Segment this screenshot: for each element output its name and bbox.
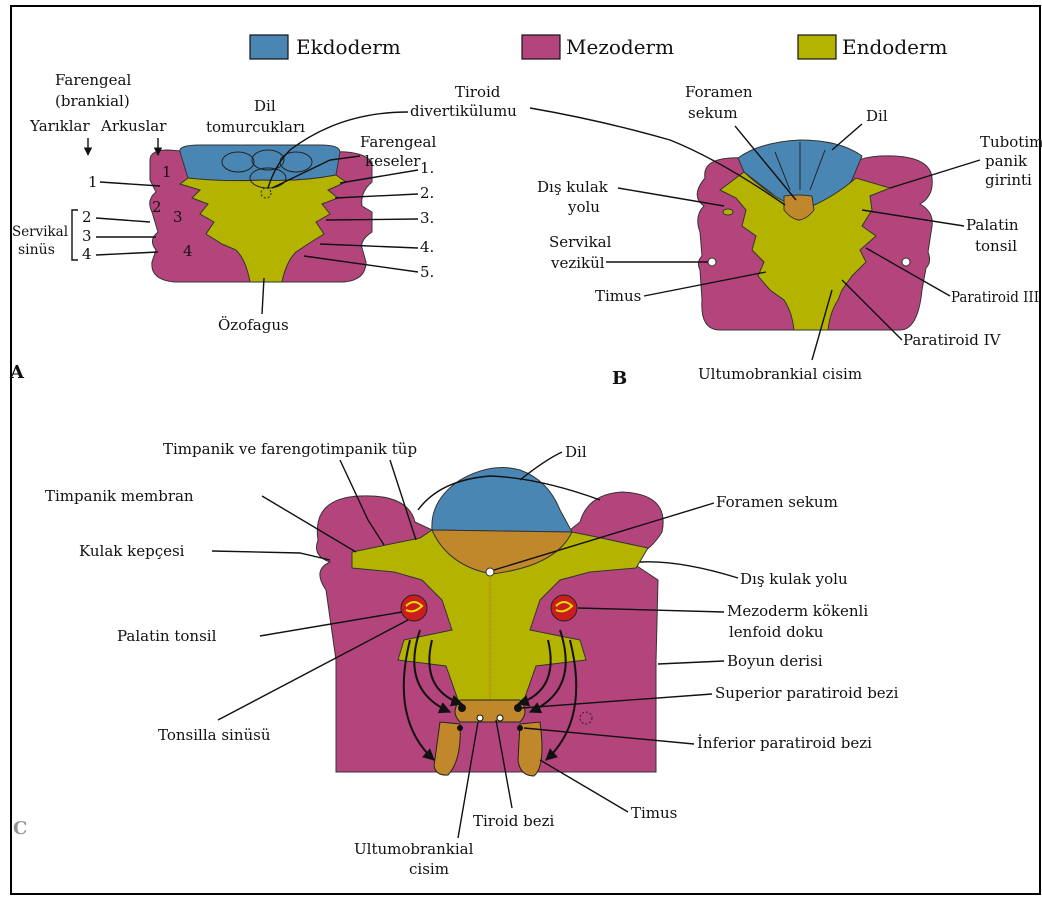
panel-c-inferior-parathyroid-right (517, 725, 523, 731)
panel-c-thyroid-gland (455, 700, 525, 722)
panel-a-cleft-number: 2 (82, 208, 92, 226)
panel-a-cleft-number: 4 (82, 245, 92, 263)
panel-b-label-tonsil: tonsil (975, 237, 1017, 255)
panel-c-label-cisim: cisim (409, 860, 449, 878)
panel-a: 1 2 3 4 Farengeal (brankial) Yarıklar Ar… (9, 71, 517, 383)
panel-c-label-palatin: Palatin tonsil (117, 627, 217, 645)
panel-b-label-timus: Timus (595, 287, 641, 305)
panel-c-foramen-point (486, 568, 494, 576)
panel-a-label-brankial: (brankial) (55, 92, 130, 110)
panel-b-label-tubotim: Tubotim (980, 133, 1042, 151)
panel-b-label-paratiroid-3: Paratiroid III (951, 288, 1039, 306)
panel-c-label-timpanik-membran: Timpanik membran (45, 487, 194, 505)
panel-a-label-tiroid: Tiroid (455, 83, 501, 101)
panel-a-label-yariklar: Yarıklar (29, 117, 90, 135)
panel-b-label-palatin: Palatin (966, 216, 1019, 234)
panel-c-label-timpanik-tup: Timpanik ve farengotimpanik tüp (163, 440, 417, 458)
panel-a-label-dil: Dil (254, 97, 276, 115)
panel-a-bracket (72, 210, 78, 260)
panel-a-pouch-number: 2. (420, 184, 434, 202)
legend-swatch-mesoderm (522, 35, 560, 59)
panel-b-label-servikal: Servikal (549, 233, 612, 251)
panel-c-label-dil: Dil (565, 443, 587, 461)
panel-a-label-divertikulumu: divertikülumu (410, 102, 517, 120)
panel-a-label-farengeal-keseler-1: Farengeal (360, 133, 436, 151)
panel-c-leader-dis-kulak (640, 562, 738, 578)
panel-a-pouch-number: 5. (420, 263, 434, 281)
panel-a-label-tomurcuklari: tomurcukları (206, 118, 305, 136)
panel-b: Foramen sekum Dil Tubotim panik girinti … (530, 83, 1042, 389)
panel-c-ultumobranchial-left (477, 715, 483, 721)
panel-b-cervical-vesicle-right (902, 258, 910, 266)
panel-c-label-tonsilla: Tonsilla sinüsü (158, 726, 271, 744)
panel-a-label-servikal: Servikal (12, 224, 68, 240)
panel-c-label-inferior: İnferior paratiroid bezi (697, 734, 872, 752)
panel-a-leader-pouch-3 (326, 219, 418, 220)
panel-a-pouch-number: 1. (420, 159, 434, 177)
panel-b-label-panik: panik (985, 152, 1028, 170)
panel-a-label-arkuslar: Arkuslar (100, 117, 167, 135)
panel-c-leader-dil (520, 452, 562, 480)
panel-a-letter: A (9, 362, 25, 383)
panel-c-label-ultumobrankial: Ultumobrankial (354, 840, 474, 858)
panel-c-ultumobranchial-right (497, 715, 503, 721)
panel-b-label-sekum: sekum (688, 104, 738, 122)
panel-c-label-kulak-kepcesi: Kulak kepçesi (79, 542, 185, 560)
panel-a-leader-cleft-2 (96, 218, 150, 222)
panel-c-inferior-parathyroid-left (457, 725, 463, 731)
panel-c-superior-parathyroid-left (458, 704, 466, 712)
panel-b-label-girinti: girinti (985, 171, 1032, 189)
panel-b-leader-dil (832, 124, 862, 150)
panel-b-label-ultumobrankial: Ultumobrankial cisim (698, 365, 862, 383)
panel-a-label-farengeal-keseler-2: keseler (365, 152, 421, 170)
panel-b-label-foramen: Foramen (685, 83, 753, 101)
panel-c-tonsil-right (551, 595, 577, 621)
panel-c-letter: C (13, 818, 27, 839)
panel-a-arch-number: 3 (173, 208, 183, 226)
panel-b-outer-groove (723, 209, 733, 215)
panel-c-label-foramen: Foramen sekum (716, 493, 838, 511)
panel-a-pouch-number: 3. (420, 209, 434, 227)
panel-a-label-farengeal: Farengeal (55, 71, 131, 89)
panel-b-label-dis-kulak: Dış kulak (537, 178, 609, 196)
panel-a-arch-number: 4 (183, 242, 193, 260)
panel-b-label-dil: Dil (866, 107, 888, 125)
panel-b-label-yolu: yolu (567, 198, 600, 216)
panel-a-pouch-number: 4. (420, 238, 434, 256)
panel-b-label-paratiroid-4: Paratiroid IV (903, 331, 1002, 349)
legend-swatch-ectoderm (250, 35, 288, 59)
panel-c-label-superior: Superior paratiroid bezi (715, 684, 899, 702)
panel-c-label-timus: Timus (631, 804, 677, 822)
panel-c-label-tiroid: Tiroid bezi (473, 812, 555, 830)
panel-c-label-mezoderm: Mezoderm kökenli (727, 602, 868, 620)
panel-a-arch-number: 2 (152, 198, 162, 216)
panel-c-leader-kulak-kepcesi (212, 551, 330, 560)
panel-c: Timpanik ve farengotimpanik tüp Dil Timp… (13, 440, 899, 878)
panel-a-label-sinus: sinüs (18, 242, 55, 258)
legend-label-endoderm: Endoderm (842, 35, 948, 59)
panel-a-leader-cleft-4 (96, 252, 158, 255)
legend-label-mesoderm: Mezoderm (566, 35, 674, 59)
panel-c-superior-parathyroid-right (514, 704, 522, 712)
panel-a-leader-ozofagus (262, 278, 264, 314)
panel-b-cervical-vesicle (708, 258, 716, 266)
legend-label-ectoderm: Ekdoderm (296, 35, 401, 59)
legend: Ekdoderm Mezoderm Endoderm (250, 35, 948, 59)
panel-a-label-ozofagus: Özofagus (218, 316, 289, 334)
panel-c-tonsil-left (401, 595, 427, 621)
panel-a-cleft-number: 3 (82, 227, 92, 245)
legend-swatch-endoderm (798, 35, 836, 59)
panel-a-arch-number: 1 (162, 163, 172, 181)
panel-c-label-boyun: Boyun derisi (727, 652, 823, 670)
panel-b-label-vezikul: vezikül (550, 254, 605, 272)
panel-c-label-dis-kulak: Dış kulak yolu (740, 570, 848, 588)
panel-c-leader-boyun (658, 661, 724, 664)
panel-b-letter: B (612, 368, 627, 389)
panel-a-ectoderm (180, 145, 340, 181)
panel-c-label-lenfoid: lenfoid doku (729, 623, 824, 641)
panel-a-cleft-number: 1 (88, 173, 98, 191)
